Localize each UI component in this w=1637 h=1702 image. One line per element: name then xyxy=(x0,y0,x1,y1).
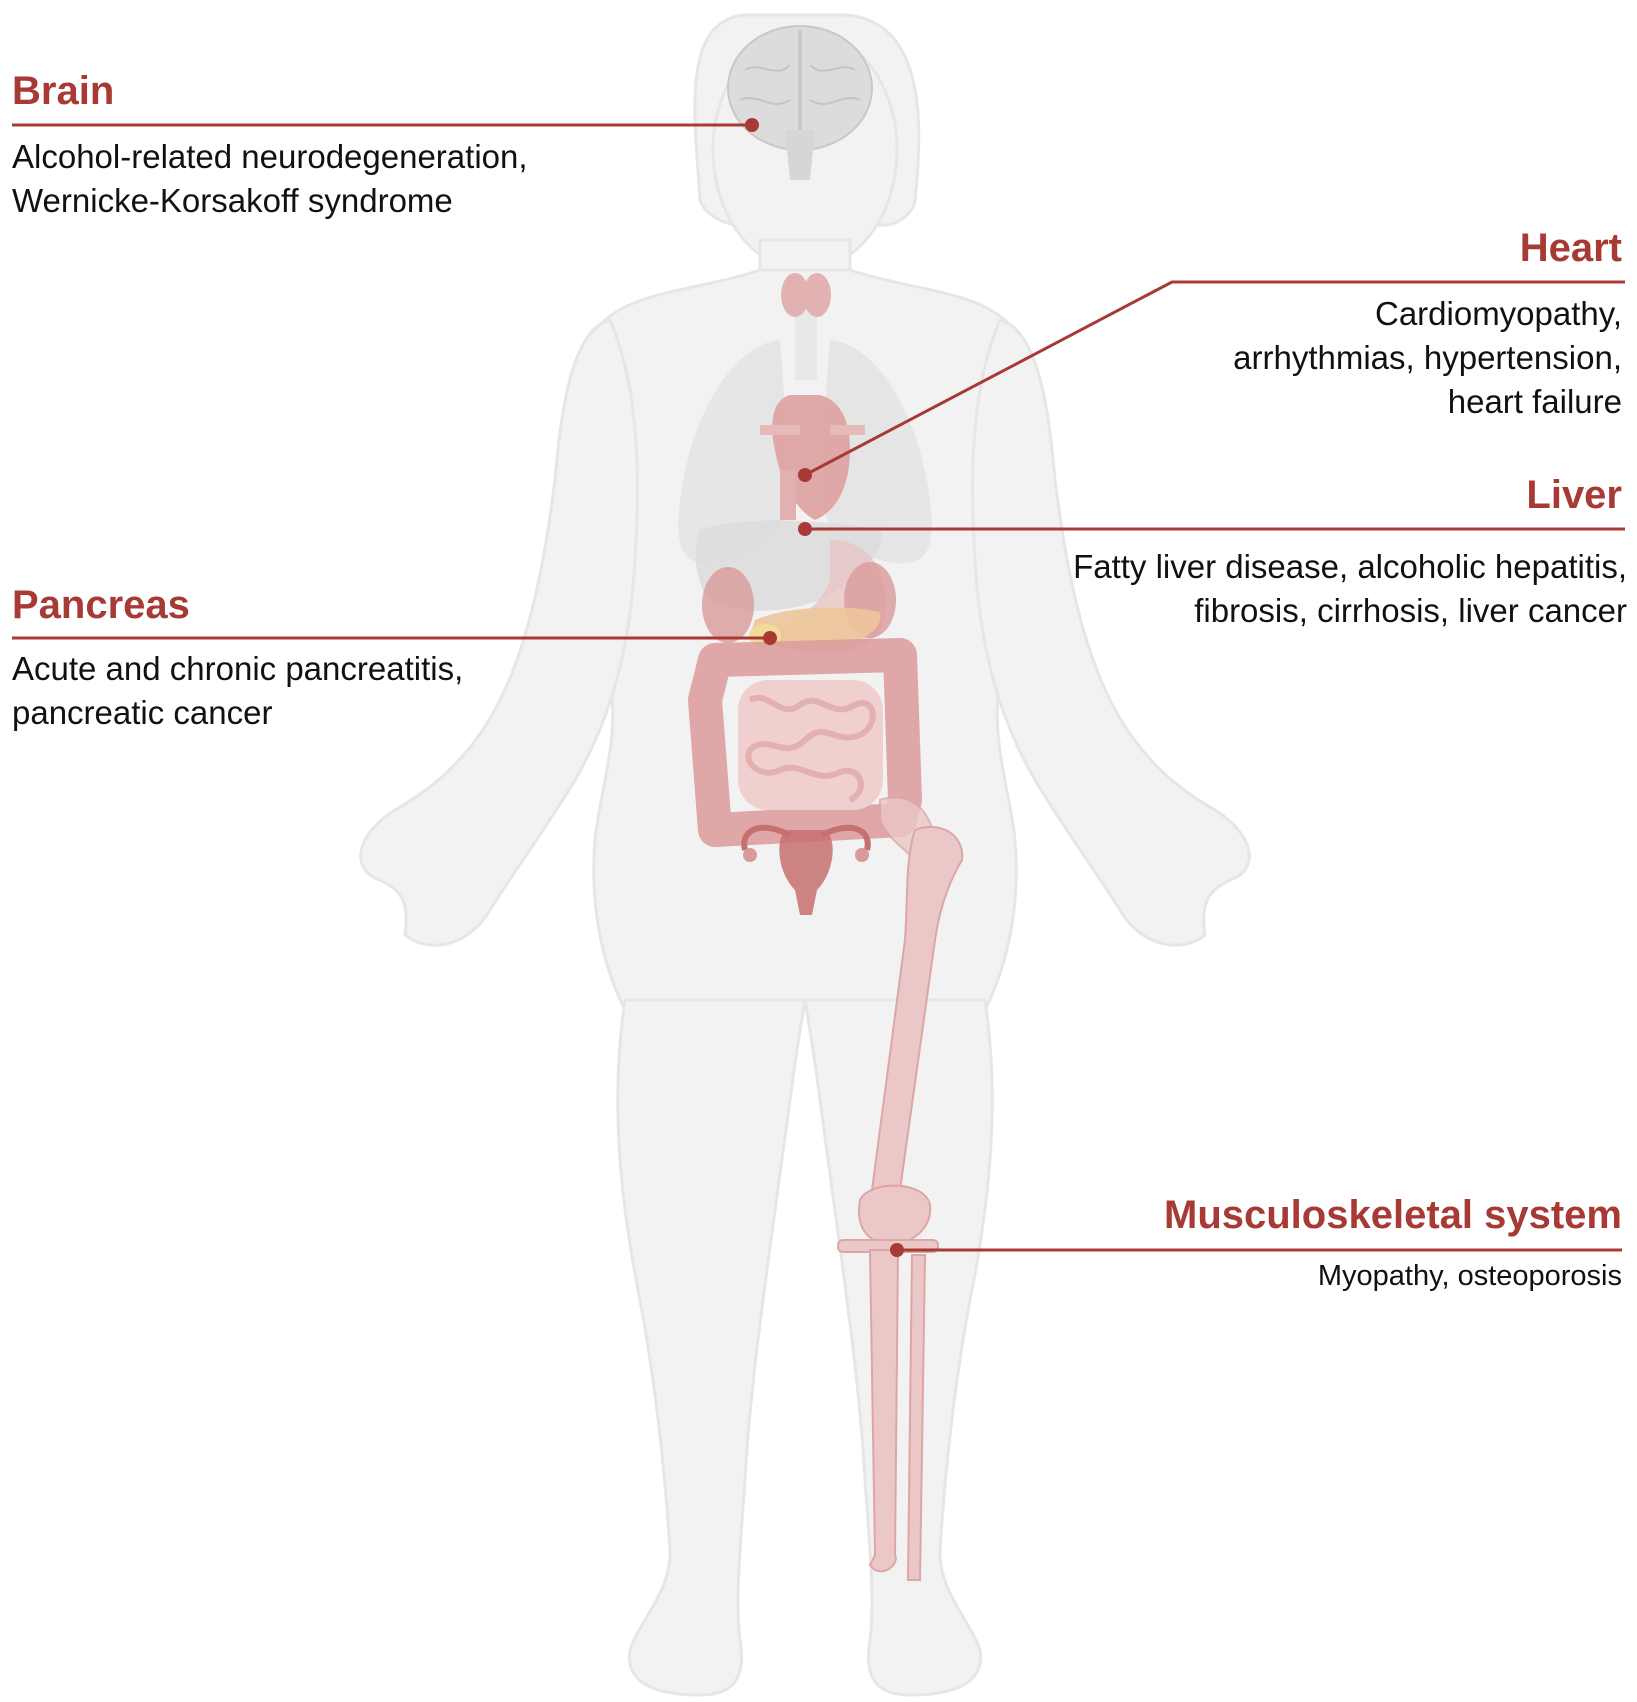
description-line: Myopathy, osteoporosis xyxy=(1317,1260,1622,1292)
heart-leader-line xyxy=(804,280,1625,477)
description-line: Acute and chronic pancreatitis, xyxy=(12,650,464,687)
description-line: fibrosis, cirrhosis, liver cancer xyxy=(1194,592,1627,629)
liver-marker-dot xyxy=(798,522,812,536)
callout-brain-description: Alcohol-related neurodegeneration, Werni… xyxy=(12,135,528,223)
lungs xyxy=(678,340,932,564)
description-line: Alcohol-related neurodegeneration, xyxy=(12,138,528,175)
description-line: pancreatic cancer xyxy=(12,694,273,731)
heart-marker-dot xyxy=(798,468,812,482)
trachea xyxy=(795,300,817,380)
leader-dots xyxy=(745,118,904,1257)
kidney-left xyxy=(702,567,754,643)
musculoskeletal-marker-dot xyxy=(890,1243,904,1257)
callout-pancreas: Pancreas xyxy=(12,582,190,628)
description-line: Wernicke-Korsakoff syndrome xyxy=(12,182,453,219)
pancreas-organ xyxy=(750,607,881,649)
description-line: arrhythmias, hypertension, xyxy=(1233,339,1622,376)
callout-liver-description: Fatty liver disease, alcoholic hepatitis… xyxy=(1073,545,1627,633)
description-line: Cardiomyopathy, xyxy=(1374,295,1622,332)
thyroid xyxy=(781,273,831,317)
heart-organ xyxy=(760,395,865,520)
brain-organ xyxy=(727,25,873,180)
leader-lines xyxy=(12,123,1625,1252)
callout-title: Pancreas xyxy=(12,583,190,627)
callout-musculoskeletal-description: Myopathy, osteoporosis xyxy=(1318,1257,1622,1295)
description-line: heart failure xyxy=(1447,383,1622,420)
brain-marker-dot xyxy=(745,118,759,132)
callout-heart-description: Cardiomyopathy, arrhythmias, hypertensio… xyxy=(1233,292,1622,424)
leg-bones xyxy=(837,796,964,1581)
callout-heart: Heart xyxy=(1520,225,1622,271)
description-line: Fatty liver disease, alcoholic hepatitis… xyxy=(1073,548,1627,585)
callout-title: Liver xyxy=(1526,473,1622,517)
callout-liver: Liver xyxy=(1526,472,1622,518)
callout-title: Heart xyxy=(1519,226,1622,270)
callout-musculoskeletal: Musculoskeletal system xyxy=(1164,1192,1622,1238)
uterus-organ xyxy=(741,824,871,915)
pancreas-marker-dot xyxy=(763,631,777,645)
callout-pancreas-description: Acute and chronic pancreatitis, pancreat… xyxy=(12,647,463,735)
callout-title: Musculoskeletal system xyxy=(1164,1193,1622,1237)
callout-brain: Brain xyxy=(12,68,114,114)
callout-title: Brain xyxy=(12,69,115,113)
